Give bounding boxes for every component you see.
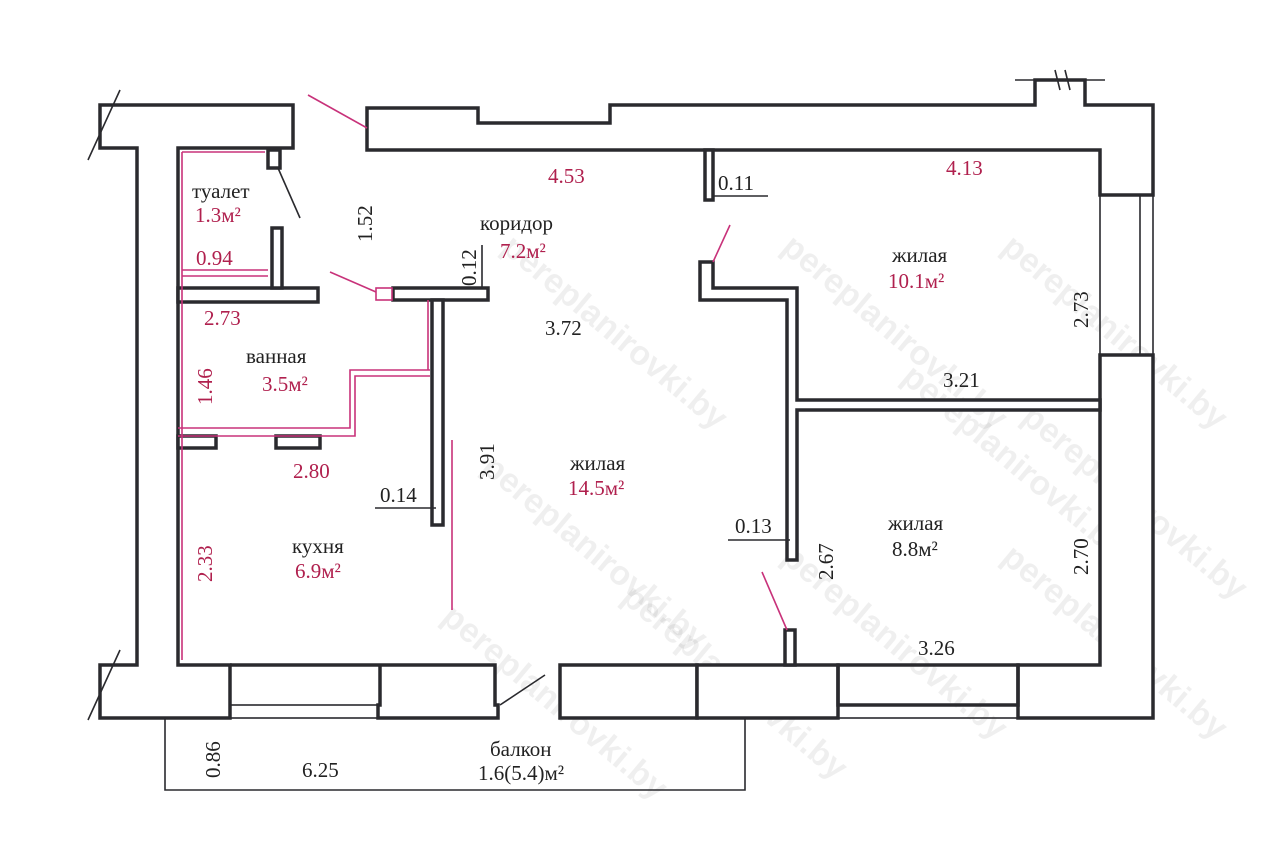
room-name-living-top-right: жилая — [891, 243, 948, 267]
room-area-living-bottom-right: 8.8м² — [892, 537, 938, 561]
dim-top-right-width: 3.21 — [943, 368, 980, 392]
room-area-bathroom: 3.5м² — [262, 372, 308, 396]
dim-toilet-width: 0.94 — [196, 246, 233, 270]
dim-bottom-right-width: 3.26 — [918, 636, 955, 660]
room-area-kitchen: 6.9м² — [295, 559, 341, 583]
dim-bottom-right-height-left: 2.67 — [814, 543, 838, 580]
room-area-toilet: 1.3м² — [195, 203, 241, 227]
room-area-living-main: 14.5м² — [568, 476, 624, 500]
dim-kitchen-width: 2.80 — [293, 459, 330, 483]
dim-bottom-right-height-right: 2.70 — [1069, 538, 1093, 575]
dim-toilet-height: 1.52 — [353, 205, 377, 242]
dim-living-height: 3.91 — [475, 443, 499, 480]
dim-living-width: 3.72 — [545, 316, 582, 340]
dim-wall-012: 0.12 — [457, 249, 481, 286]
dim-top-right-width-top: 4.13 — [946, 156, 983, 180]
dim-corridor-width: 4.53 — [548, 164, 585, 188]
dim-balcony-length: 6.25 — [302, 758, 339, 782]
room-name-bathroom: ванная — [246, 344, 307, 368]
room-name-living-main: жилая — [569, 451, 626, 475]
dim-bath-height: 1.46 — [193, 368, 217, 405]
dim-wall-011: 0.11 — [718, 171, 754, 195]
dim-top-right-height: 2.73 — [1069, 291, 1093, 328]
room-area-balcony: 1.6(5.4)м² — [478, 761, 564, 785]
dim-bath-width: 2.73 — [204, 306, 241, 330]
room-area-living-top-right: 10.1м² — [888, 269, 944, 293]
dim-balcony-depth: 0.86 — [201, 741, 225, 778]
exterior-walls — [87, 69, 1155, 721]
room-area-corridor: 7.2м² — [500, 239, 546, 263]
room-name-kitchen: кухня — [292, 534, 344, 558]
interior-walls — [164, 94, 1102, 791]
dim-wall-014: 0.14 — [380, 483, 417, 507]
room-labels: туалет 1.3м² коридор 7.2м² ванная 3.5м² … — [192, 179, 948, 785]
dim-kitchen-height: 2.33 — [193, 545, 217, 582]
room-name-toilet: туалет — [192, 179, 250, 203]
room-name-living-bottom-right: жилая — [887, 511, 944, 535]
dimension-labels: 4.53 4.13 0.11 1.52 0.94 0.12 2.73 1.46 … — [193, 156, 1093, 782]
dim-wall-013: 0.13 — [735, 514, 772, 538]
room-name-balcony: балкон — [490, 737, 552, 761]
room-name-corridor: коридор — [480, 211, 553, 235]
